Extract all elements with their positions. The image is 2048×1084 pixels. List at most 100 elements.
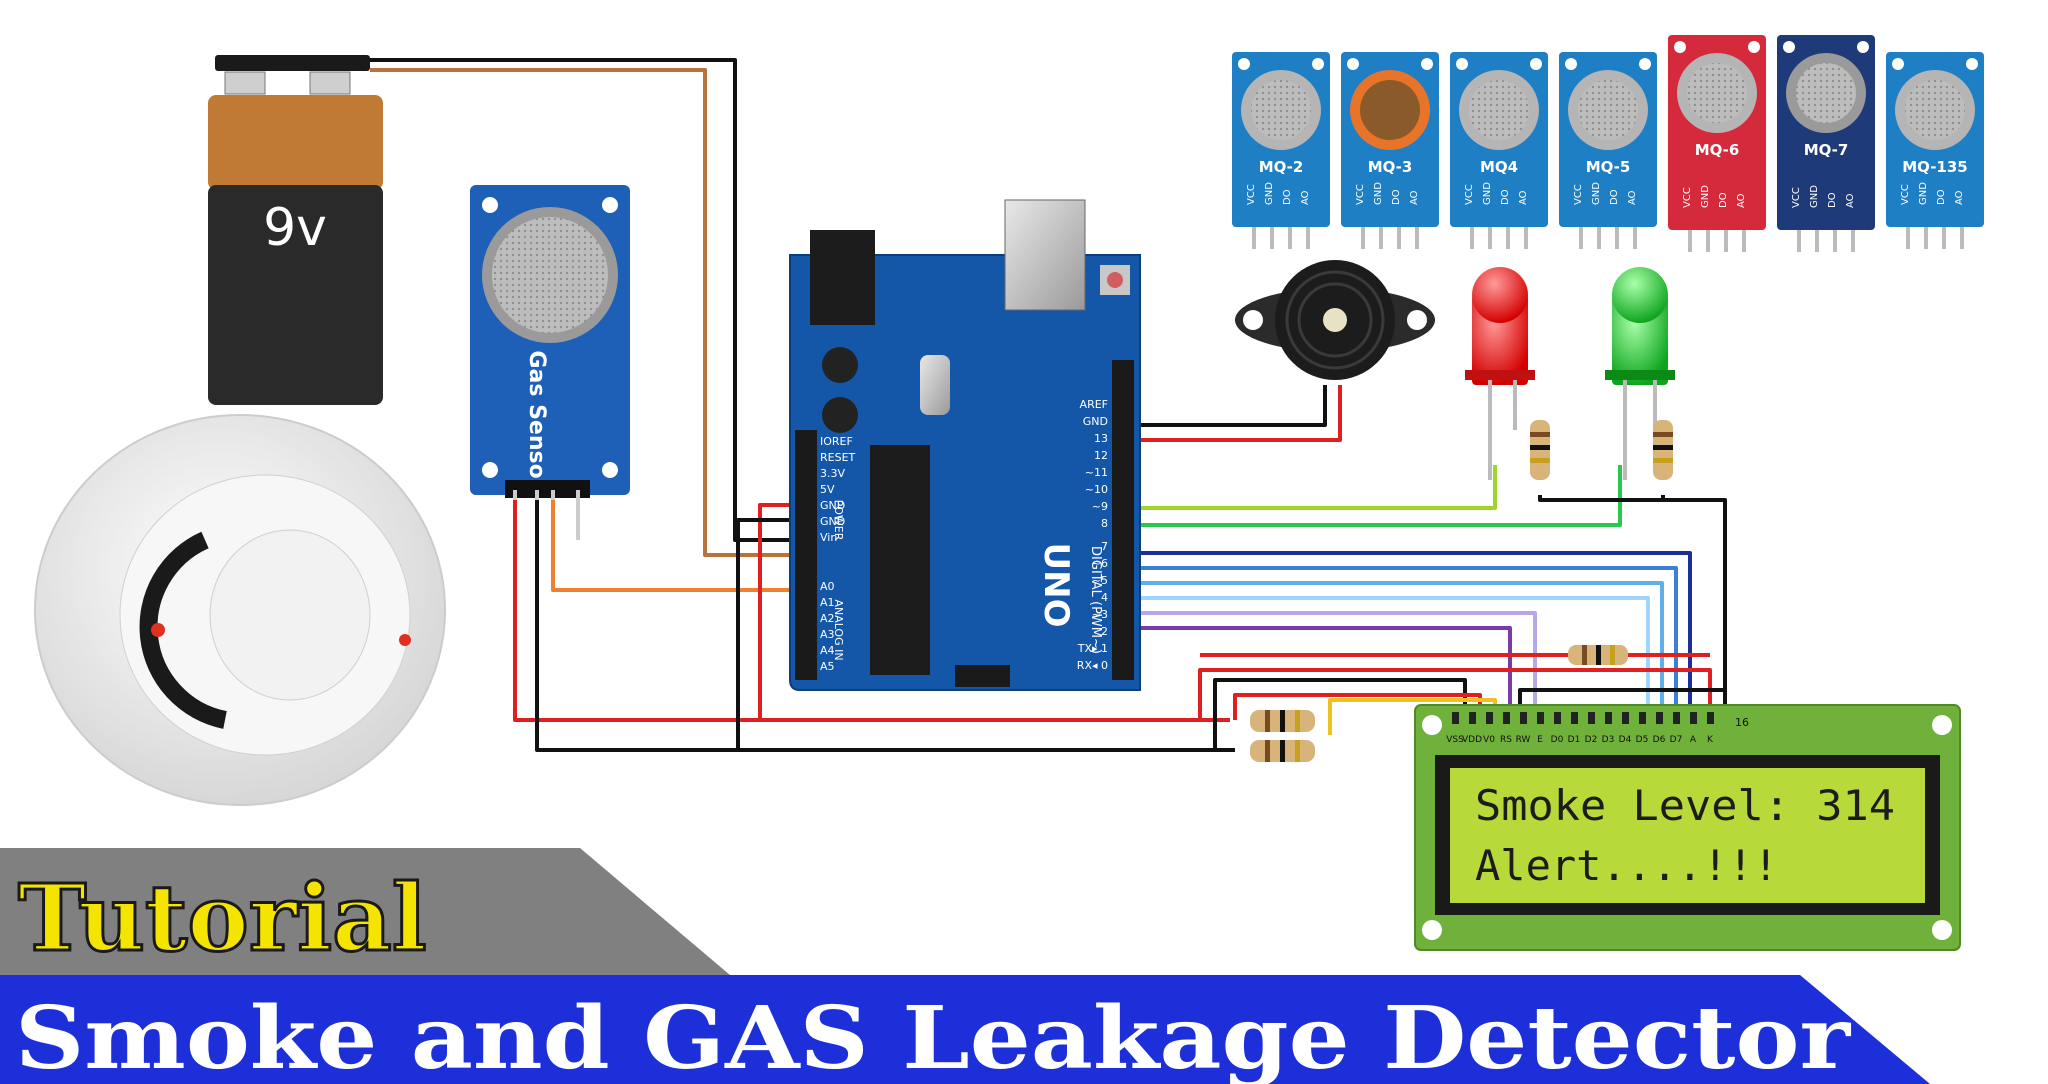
mq-pin-label: DO xyxy=(1391,189,1402,205)
arduino-right-pin-label: ~3 xyxy=(1092,608,1108,621)
lcd-pin-label: D6 xyxy=(1653,735,1666,745)
wire-d6 xyxy=(1130,566,1678,715)
wire-gnd-black-2 xyxy=(736,518,800,750)
wire-buzzer-signal xyxy=(1130,385,1342,442)
arduino-right-pin-label: ~5 xyxy=(1092,574,1108,587)
wire-backlight-red xyxy=(1198,668,1712,720)
mq-pin-label: AO xyxy=(1300,190,1311,205)
buzzer-hole-icon xyxy=(1323,308,1347,332)
mq-pin-label: GND xyxy=(1918,182,1929,205)
wire-5v-red xyxy=(758,503,800,720)
mq-pin-label: DO xyxy=(1718,192,1729,208)
arduino-left-pin-label: A0 xyxy=(820,580,835,593)
gas-sensor-label: Gas Sensor xyxy=(524,350,549,489)
wire-sensor-aout-orange xyxy=(551,490,800,592)
green-led xyxy=(1605,267,1675,480)
gas-sensor-board: Gas Sensor xyxy=(470,185,630,540)
led-resistors xyxy=(1530,420,1673,480)
title-banner: Tutorial Smoke and GAS Leakage Detector xyxy=(0,848,1930,1084)
arduino-left-pin-label: A1 xyxy=(820,596,835,609)
wire-d4 xyxy=(1130,596,1650,715)
arduino-right-pin-label: 8 xyxy=(1101,517,1108,530)
mq-module-name: MQ-7 xyxy=(1804,141,1849,159)
tutorial-tag-background xyxy=(0,848,730,975)
lcd-pin-label: D5 xyxy=(1636,735,1649,745)
arduino-right-pin-label: RX◂ 0 xyxy=(1077,659,1108,672)
wire-battery-brown xyxy=(370,68,800,557)
arduino-right-pin-label: ~6 xyxy=(1092,557,1108,570)
lcd-pin-index: 16 xyxy=(1735,716,1749,729)
usb-port-icon xyxy=(1004,199,1086,311)
arduino-right-pin-label: 13 xyxy=(1094,432,1108,445)
arduino-left-pin-label: GND xyxy=(820,515,845,528)
lcd-line-1: Smoke Level: 314 xyxy=(1475,781,1895,830)
arduino-left-pin-label: A3 xyxy=(820,628,835,641)
banner-title: Smoke and GAS Leakage Detector xyxy=(15,988,1852,1084)
wire-d7 xyxy=(1130,551,1692,715)
wiring xyxy=(370,58,1727,752)
mq-pin-label: VCC xyxy=(1682,187,1693,208)
mq-module-name: MQ-135 xyxy=(1902,158,1968,176)
mq-module-name: MQ-3 xyxy=(1368,158,1413,176)
detector-led-icon xyxy=(151,623,165,637)
mq-module-name: MQ4 xyxy=(1480,158,1518,176)
mq-module-name: MQ-6 xyxy=(1695,141,1740,159)
arduino-right-pin-label: GND xyxy=(1083,415,1108,428)
mq-pin-label: DO xyxy=(1500,189,1511,205)
battery-label: 9v xyxy=(263,198,327,258)
red-led xyxy=(1465,267,1535,480)
wire-lcd-k-black xyxy=(1518,688,1727,715)
mq-pin-label: AO xyxy=(1845,193,1856,208)
analog-header-label: ANALOG IN xyxy=(832,599,845,660)
arduino-right-pin-label: 7 xyxy=(1101,540,1108,553)
mq-module-name: MQ-2 xyxy=(1259,158,1304,176)
lcd-pin-label: D3 xyxy=(1602,735,1615,745)
mq-pin-label: VCC xyxy=(1900,184,1911,205)
mq-pin-label: VCC xyxy=(1246,184,1257,205)
arduino-left-pin-label: RESET xyxy=(820,451,856,464)
battery-9v: 9v xyxy=(208,55,383,405)
mq-pin-label: DO xyxy=(1827,192,1838,208)
mq-pin-label: AO xyxy=(1409,190,1420,205)
wire-sensor-vcc-red xyxy=(513,490,1230,722)
arduino-board-label: UNO xyxy=(1036,543,1076,628)
mq-pin-label: DO xyxy=(1282,189,1293,205)
lcd-pin-label: VSS xyxy=(1446,735,1464,745)
arduino-left-pin-label: 5V xyxy=(820,483,835,496)
power-header-label: POWER xyxy=(832,500,845,541)
lcd-pin-label: D4 xyxy=(1619,735,1632,745)
wire-battery-black xyxy=(370,58,800,542)
lcd-resistors xyxy=(1250,645,1628,762)
arduino-left-pin-label: Vin xyxy=(820,531,837,544)
arduino-uno: UNO DIGITAL (PWM~) POWER ANALOG IN IOREF… xyxy=(789,199,1141,691)
mq-pin-label: VCC xyxy=(1573,184,1584,205)
arduino-right-pin-label: ~9 xyxy=(1092,500,1108,513)
lcd-pin-label: D2 xyxy=(1585,735,1598,745)
digital-header-label: DIGITAL (PWM~) xyxy=(1088,546,1103,654)
lcd-line-2: Alert....!!! xyxy=(1475,841,1778,890)
wire-red-led xyxy=(1130,465,1497,510)
arduino-right-pin-label: AREF xyxy=(1080,398,1108,411)
wire-buzzer-gnd xyxy=(1130,385,1327,427)
mq-pin-label: DO xyxy=(1936,189,1947,205)
tutorial-tag: Tutorial xyxy=(18,864,427,972)
mq-pin-label: AO xyxy=(1518,190,1529,205)
arduino-left-pin-label: A4 xyxy=(820,644,835,657)
lcd-pin-label: VDD xyxy=(1462,735,1482,745)
arduino-right-pin-label: ~11 xyxy=(1085,466,1108,479)
mq-pin-label: GND xyxy=(1264,182,1275,205)
mq-pin-label: GND xyxy=(1809,185,1820,208)
wire-e xyxy=(1130,611,1537,715)
wire-led-ground xyxy=(1538,495,1727,715)
lcd-pin-label: RW xyxy=(1516,735,1531,745)
wire-green-led xyxy=(1130,465,1622,527)
mq-pin-label: GND xyxy=(1373,182,1384,205)
